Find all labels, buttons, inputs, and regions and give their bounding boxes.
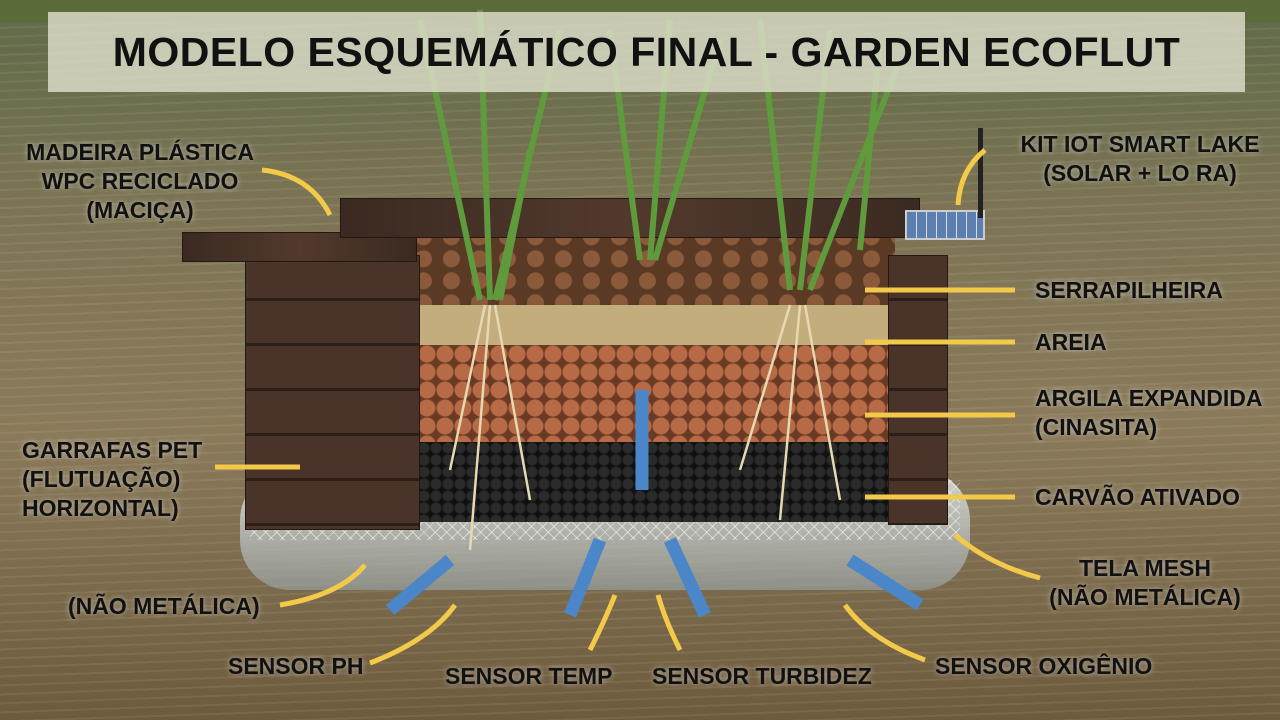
roots [448,304,842,551]
label-line: HORIZONTAL) [22,495,179,521]
activated-carbon-layer [418,442,894,522]
solar-panel [905,210,985,240]
label-sensor-oxigenio: SENSOR OXIGÊNIO [935,653,1153,679]
label-kit-iot: KIT IOT SMART LAKE (SOLAR + LO RA) [1010,130,1270,188]
label-line: TELA MESH [1078,555,1212,581]
label-carvao: CARVÃO ATIVADO [1035,484,1240,510]
leaf-litter-layer [415,228,895,308]
label-line: (NÃO METÁLICA) [1049,584,1241,610]
label-areia: AREIA [1035,329,1107,355]
title-banner: MODELO ESQUEMÁTICO FINAL - GARDEN ECOFLU… [48,12,1245,92]
label-sensor-turbidez: SENSOR TURBIDEZ [652,663,872,689]
label-tela-mesh: TELA MESH (NÃO METÁLICA) [1040,554,1250,612]
water-flow-arrows [385,390,924,618]
label-line: GARRAFAS PET [22,437,203,463]
label-nao-metalica: (NÃO METÁLICA) [68,593,260,619]
label-garrafas-pet: GARRAFAS PET (FLUTUAÇÃO) HORIZONTAL) [22,436,202,523]
label-line: ARGILA EXPANDIDA [1035,385,1263,411]
label-serrapilheira: SERRAPILHEIRA [1035,277,1223,303]
label-line: (SOLAR + LO RA) [1043,160,1237,186]
label-line: (MACIÇA) [86,197,194,223]
planter-right-wall [888,255,948,525]
label-line: MADEIRA PLÁSTICA [26,139,254,165]
label-sensor-temp: SENSOR TEMP [445,663,613,689]
label-arrows [215,148,1041,666]
label-line: (CINASITA) [1035,414,1158,440]
label-line: WPC RECICLADO [41,168,239,194]
label-line: (FLUTUAÇÃO) [22,466,181,492]
antenna [978,128,983,218]
label-sensor-ph: SENSOR PH [228,653,364,679]
label-madeira-plastica: MADEIRA PLÁSTICA WPC RECICLADO (MACIÇA) [15,138,265,225]
label-line: KIT IOT SMART LAKE [1020,131,1260,157]
label-argila: ARGILA EXPANDIDA (CINASITA) [1035,384,1262,442]
page-title: MODELO ESQUEMÁTICO FINAL - GARDEN ECOFLU… [112,28,1181,75]
